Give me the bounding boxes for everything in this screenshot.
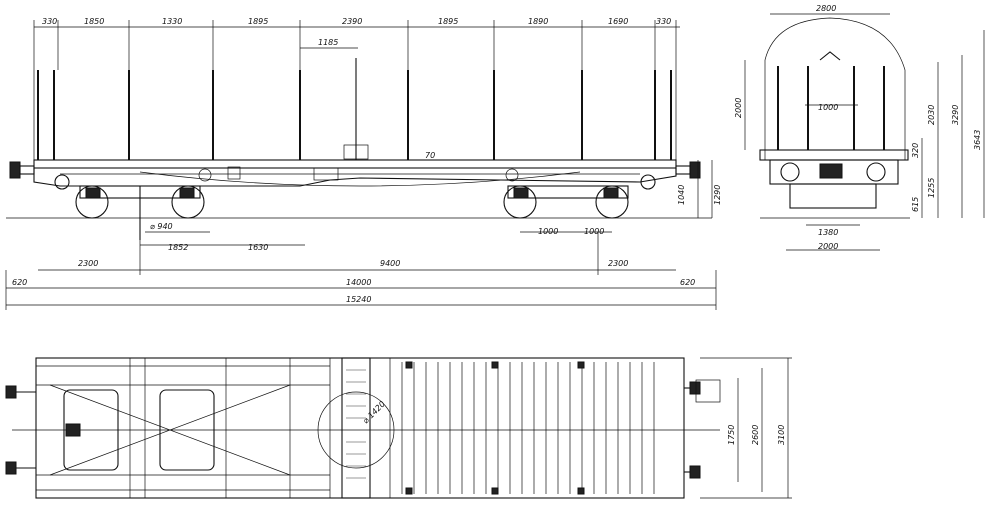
axle-dim-1000b: 1000 <box>584 227 604 236</box>
stake-dim-5: 2390 <box>342 17 362 26</box>
stake-dim-7: 1890 <box>528 17 548 26</box>
height-2030: 2030 <box>927 105 936 125</box>
bogie-right <box>503 185 629 219</box>
axle-dim-1852: 1852 <box>168 243 188 252</box>
height-1255: 1255 <box>927 178 936 198</box>
bogie-width: 2000 <box>818 242 838 251</box>
top-width: 2800 <box>816 4 836 13</box>
stake-dim-6: 1895 <box>438 17 458 26</box>
height-3290: 3290 <box>951 105 960 125</box>
stake-dim-4: 1895 <box>248 17 268 26</box>
buffer-left <box>9 161 70 190</box>
track-gauge: 1380 <box>818 228 838 237</box>
buffer-right <box>640 161 701 190</box>
overhang-left: 620 <box>12 278 27 287</box>
deck-height: 1290 <box>713 185 722 205</box>
overall-frame-length: 14000 <box>346 278 371 287</box>
bogie-left <box>75 185 205 240</box>
pivot-diameter: ⌀ 1420 <box>361 399 387 425</box>
stake-dim-1: 330 <box>42 17 57 26</box>
stake-dim-8: 1690 <box>608 17 628 26</box>
wheelbase-right: 2300 <box>608 259 628 268</box>
axle-dim-1630: 1630 <box>248 243 268 252</box>
wheelbase-left: 2300 <box>78 259 98 268</box>
stake-dim-9: 330 <box>656 17 671 26</box>
inner-width: 1000 <box>818 103 838 112</box>
stake-dim-3: 1330 <box>162 17 182 26</box>
wheelbase-center: 9400 <box>380 259 400 268</box>
end-view: 2800 1000 1380 2000 2000 2030 3290 <box>734 4 985 251</box>
stake-dim-2: 1850 <box>84 17 104 26</box>
overall-length: 15240 <box>346 295 371 304</box>
inner-dim-1185: 1185 <box>318 38 338 47</box>
buffer-height: 1040 <box>677 185 686 205</box>
stake-height: 2000 <box>734 98 743 118</box>
plan-width-1750: 1750 <box>727 425 736 445</box>
axle-dim-1000a: 1000 <box>538 227 558 236</box>
side-view: 330 1850 1330 1895 2390 1895 1890 1690 3… <box>5 17 722 310</box>
wheel-diameter: ⌀ 940 <box>150 222 173 231</box>
height-615: 615 <box>911 197 920 212</box>
plan-width-3100: 3100 <box>777 425 786 445</box>
small-label-70: 70 <box>425 151 435 160</box>
plan-width-2600: 2600 <box>751 425 760 445</box>
plan-view: ⌀ 1420 <box>5 357 792 499</box>
height-320: 320 <box>911 143 920 158</box>
overhang-right: 620 <box>680 278 695 287</box>
height-3643: 3643 <box>973 130 982 150</box>
